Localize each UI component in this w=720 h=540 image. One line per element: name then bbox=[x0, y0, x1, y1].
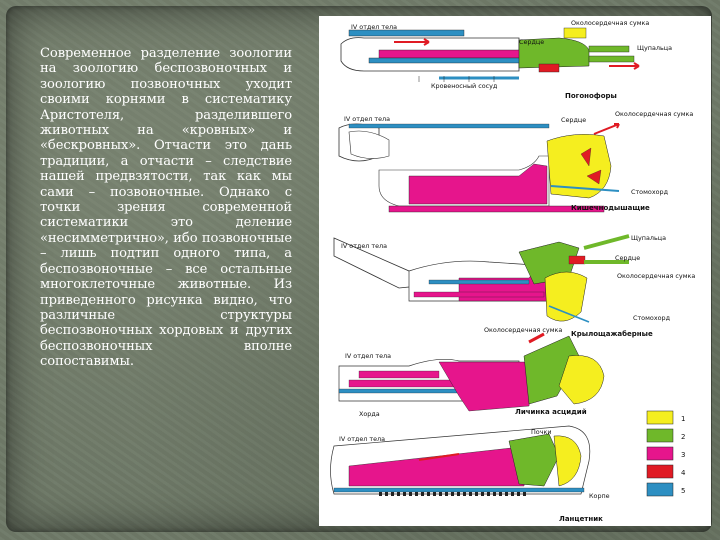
legend-num-4: 4 bbox=[681, 469, 686, 477]
label-tentacles: Щупальца bbox=[631, 234, 666, 242]
legend-swatch-3 bbox=[646, 446, 674, 461]
title-pogonophora: Погонофоры bbox=[565, 92, 617, 100]
label-stomochord: Стомохорд bbox=[633, 314, 671, 322]
title-pterobranchia: Крылощажаберные bbox=[571, 330, 653, 338]
label-iv-section: IV отдел тела bbox=[344, 115, 390, 123]
legend-swatch-5 bbox=[646, 482, 674, 497]
label-stomochord: Стомохорд bbox=[631, 188, 669, 196]
animal-pterobranchia: IV отдел тела Щупальца Сердце Околосерде… bbox=[333, 234, 695, 338]
title-enteropneusta: Кишечнодышащие bbox=[571, 204, 650, 212]
title-ascidian-larva: Личинка асцидий bbox=[515, 408, 587, 416]
legend-num-5: 5 bbox=[681, 487, 685, 495]
label-heart: Сердце bbox=[615, 254, 640, 262]
label-pericardial-sac: Околосердечная сумка bbox=[617, 272, 695, 280]
legend-num-3: 3 bbox=[681, 451, 685, 459]
title-lancelet: Ланцетник bbox=[559, 515, 603, 523]
label-chord: Хорда bbox=[359, 410, 380, 418]
animal-lancelet: IV отдел тела Почки Корпе Ланцетник bbox=[330, 425, 610, 523]
legend-swatch-1 bbox=[646, 410, 674, 425]
label-pericardial-sac: Околосердечная сумка bbox=[484, 326, 562, 334]
label-tentacles: Щупальца bbox=[637, 44, 672, 52]
label-pericardial-sac: Околосердечная сумка bbox=[615, 110, 693, 118]
legend-num-1: 1 bbox=[681, 415, 685, 423]
legend-swatch-2 bbox=[646, 428, 674, 443]
legend-swatch-4 bbox=[646, 464, 674, 479]
comparative-anatomy-figure: IV отдел тела Сердце Околосердечная сумк… bbox=[319, 16, 711, 526]
label-pericardial-sac: Околосердечная сумка bbox=[571, 19, 649, 27]
animal-ascidian-larva: Околосердечная сумка IV отдел тела Хорда… bbox=[338, 326, 605, 418]
label-korpe: Корпе bbox=[589, 492, 610, 500]
label-heart: Сердце bbox=[561, 116, 586, 124]
label-iv-section: IV отдел тела bbox=[351, 23, 397, 31]
label-blood-vessel: Кровеносный сосуд bbox=[431, 82, 498, 90]
animal-pogonophora: IV отдел тела Сердце Околосердечная сумк… bbox=[340, 19, 672, 100]
animal-enteropneusta: IV отдел тела Сердце Околосердечная сумк… bbox=[338, 110, 693, 213]
color-legend: 1 2 3 4 5 bbox=[646, 410, 686, 497]
legend-num-2: 2 bbox=[681, 433, 685, 441]
body-paragraph: Современное разделение зоологии на зооло… bbox=[40, 46, 292, 370]
label-iv-section: IV отдел тела bbox=[339, 435, 385, 443]
label-iv-section: IV отдел тела bbox=[341, 242, 387, 250]
label-heart: Сердце bbox=[519, 38, 544, 46]
label-kidneys: Почки bbox=[531, 428, 552, 436]
label-iv-section: IV отдел тела bbox=[345, 352, 391, 360]
